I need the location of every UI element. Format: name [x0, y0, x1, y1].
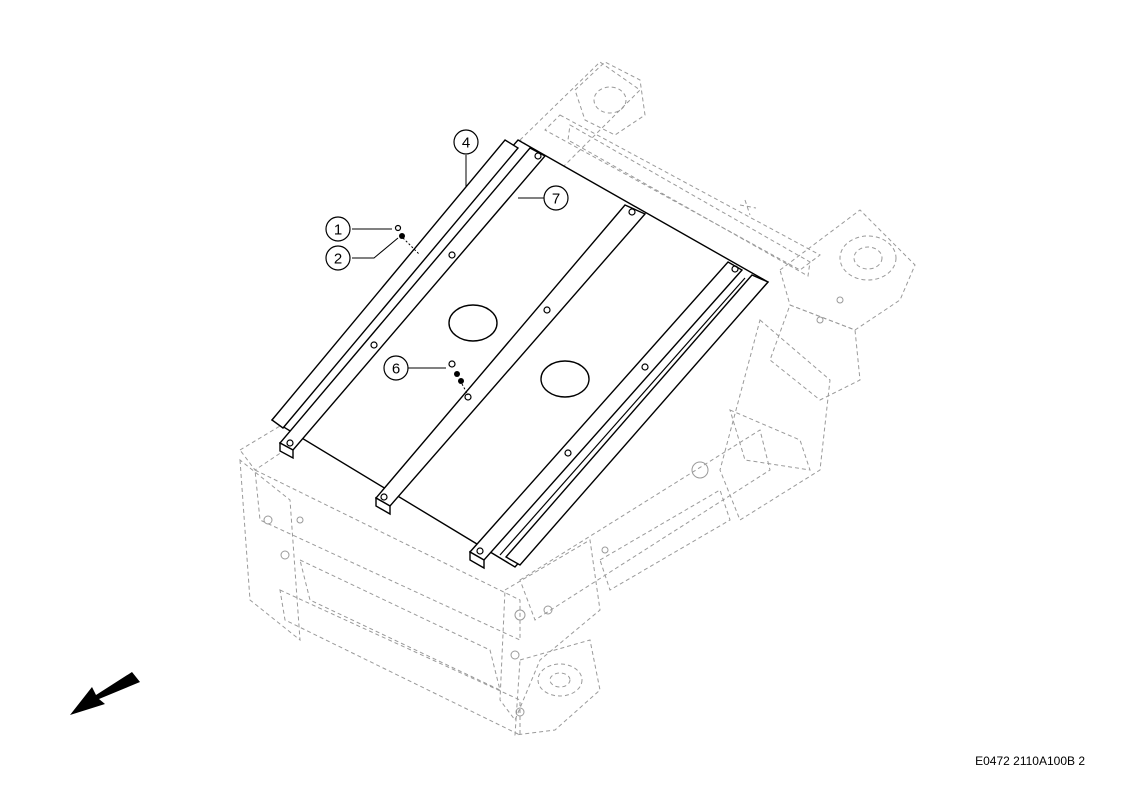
callout-2: 2 — [325, 237, 399, 271]
bolt-hardware-6 — [448, 360, 469, 396]
bolt-hardware-1-2 — [394, 224, 421, 256]
arrow-down-left-icon — [70, 672, 140, 715]
plate-hole-left — [448, 304, 498, 342]
plate-hole-right — [540, 360, 590, 398]
chassis-frame-ghost — [239, 61, 916, 736]
rail-left — [278, 147, 547, 460]
edge-strip-right — [499, 274, 770, 566]
callout-6: 6 — [383, 355, 446, 381]
callout-4-label: 4 — [462, 135, 470, 152]
callout-1-label: 1 — [334, 222, 342, 239]
rail-right — [468, 261, 744, 570]
callout-2-label: 2 — [334, 251, 342, 268]
rail-middle — [374, 204, 647, 516]
callout-7: 7 — [518, 185, 569, 211]
callout-6-label: 6 — [392, 361, 400, 378]
callout-7-label: 7 — [552, 191, 560, 208]
callout-1: 1 — [325, 216, 392, 242]
edge-strip — [270, 139, 520, 429]
callout-4: 4 — [453, 129, 479, 187]
drawing-id: E0472 2110A100B 2 — [975, 754, 1085, 768]
